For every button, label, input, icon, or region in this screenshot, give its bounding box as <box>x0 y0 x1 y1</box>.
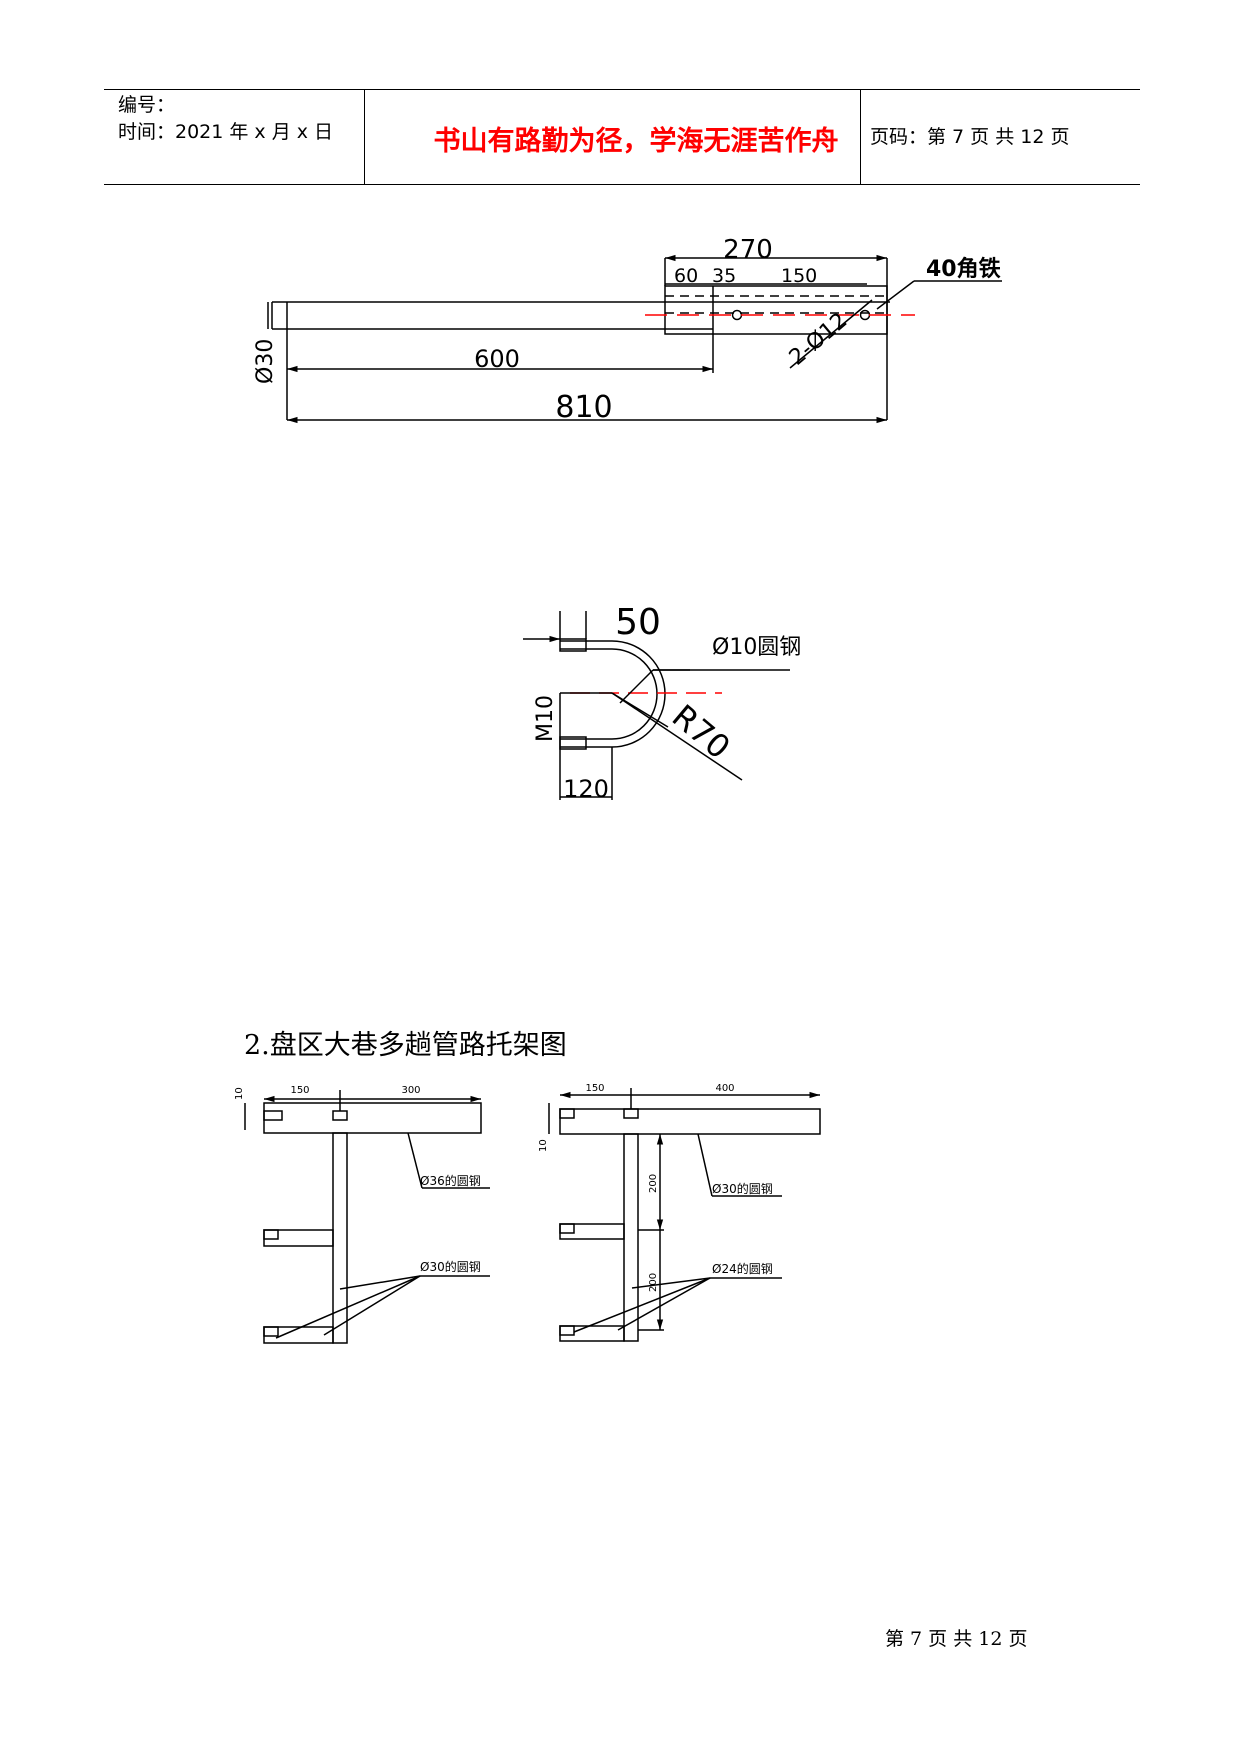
hole-leader <box>789 299 873 369</box>
time-label: 时间：2021 年 x 月 x 日 <box>118 121 334 143</box>
vertical-post <box>332 1132 348 1344</box>
beam-cap <box>263 1110 283 1121</box>
hole-marker <box>731 309 743 321</box>
page-footer: 第 7 页 共 12 页 <box>885 1628 1028 1650</box>
dim-300-label: 300 <box>401 1085 420 1096</box>
dim-d30-label: Ø30 <box>253 339 278 384</box>
radius-line <box>611 692 743 781</box>
arm-upper-cap <box>559 1223 575 1234</box>
hole-label: 2-Ø12 <box>785 308 853 370</box>
drawing-bracket-angle-iron <box>267 254 1002 424</box>
beam-joint <box>623 1108 639 1119</box>
bar-top-label: Ø30的圆钢 <box>712 1181 773 1196</box>
bar-label: Ø10圆钢 <box>712 635 801 660</box>
dim-200a-label: 200 <box>648 1174 659 1193</box>
arm-upper <box>559 1223 625 1240</box>
arm-lower <box>263 1326 334 1344</box>
beam-joint <box>332 1110 348 1121</box>
bar-arm-leader <box>339 1275 421 1290</box>
bar-top-leader <box>697 1133 713 1197</box>
dim-200b-label: 200 <box>648 1273 659 1292</box>
hole-marker <box>859 309 871 321</box>
figure-caption: 2.盘区大巷多趟管路托架图 <box>244 1030 567 1061</box>
bar-arm-leader <box>275 1275 421 1339</box>
u-bolt-outer <box>560 640 666 748</box>
thread-end-top <box>559 638 587 652</box>
dim-10-label: 10 <box>234 1087 245 1100</box>
dim-10-label: 10 <box>538 1139 549 1152</box>
serial-label: 编号： <box>118 94 176 116</box>
dim-270-label: 270 <box>723 235 773 265</box>
drawing-rack-right-labels: 10 150 400 200 200 Ø30的圆钢 Ø24的圆钢 <box>538 1083 773 1292</box>
dim-60-label: 60 <box>674 265 698 287</box>
angle-iron-label: 40角铁 <box>926 256 1001 282</box>
header-page-label: 页码：第 7 页 共 12 页 <box>870 126 1070 148</box>
dim-150-label: 150 <box>290 1085 309 1096</box>
drawing-rack-left <box>244 1090 490 1344</box>
bar-arm-label: Ø30的圆钢 <box>420 1259 481 1274</box>
arm-lower <box>559 1325 625 1342</box>
bar-arm-leader <box>617 1277 711 1331</box>
drawing-u-bolt <box>523 611 790 800</box>
header-motto: 书山有路勤为径，学海无涯苦作舟 <box>433 126 839 157</box>
drawing-u-bolt-labels: 50 Ø10圆钢 M10 R70 120 <box>533 602 801 803</box>
dim-810-label: 810 <box>555 390 612 425</box>
top-beam <box>559 1108 821 1135</box>
bar-arm-leader <box>323 1275 421 1336</box>
header-divider <box>860 90 861 184</box>
bar-leader <box>619 669 654 704</box>
bar-arm-leader <box>573 1277 711 1333</box>
arm-lower-cap <box>559 1325 575 1336</box>
beam-cap <box>559 1108 575 1119</box>
dim-150-label: 150 <box>585 1083 604 1094</box>
bar-arm-leader <box>631 1277 711 1289</box>
dim-35-label: 35 <box>712 265 736 287</box>
dim-150-label: 150 <box>781 265 817 287</box>
dim-600-label: 600 <box>474 345 520 373</box>
arm-upper <box>263 1229 334 1247</box>
dim-50-label: 50 <box>615 602 661 643</box>
dim-120-label: 120 <box>563 775 609 803</box>
bar-arm-label: Ø24的圆钢 <box>712 1261 773 1276</box>
bar-top-label: Ø36的圆钢 <box>420 1173 481 1188</box>
drawing-bracket-labels: 270 60 35 150 600 810 Ø30 2-Ø12 40角铁 <box>253 235 1001 425</box>
radius-label: R70 <box>665 697 738 767</box>
top-beam <box>263 1102 482 1134</box>
drawing-rack-right <box>548 1088 821 1342</box>
header-table: 编号： 时间：2021 年 x 月 x 日 书山有路勤为径，学海无涯苦作舟 页码… <box>104 89 1140 185</box>
header-meta: 编号： 时间：2021 年 x 月 x 日 <box>118 92 333 146</box>
u-bolt-inner <box>560 648 658 740</box>
drawing-rack-left-labels: 10 150 300 Ø36的圆钢 Ø30的圆钢 <box>234 1085 481 1274</box>
angle-iron-outline <box>664 258 888 420</box>
thread-label: M10 <box>533 695 558 742</box>
dim-400-label: 400 <box>715 1083 734 1094</box>
bar-top-leader <box>407 1132 423 1189</box>
arm-lower-cap <box>263 1326 279 1337</box>
angle-leader <box>876 280 915 310</box>
bar-outline <box>271 301 890 420</box>
arm-upper-cap <box>263 1229 279 1240</box>
header-divider <box>364 90 365 184</box>
